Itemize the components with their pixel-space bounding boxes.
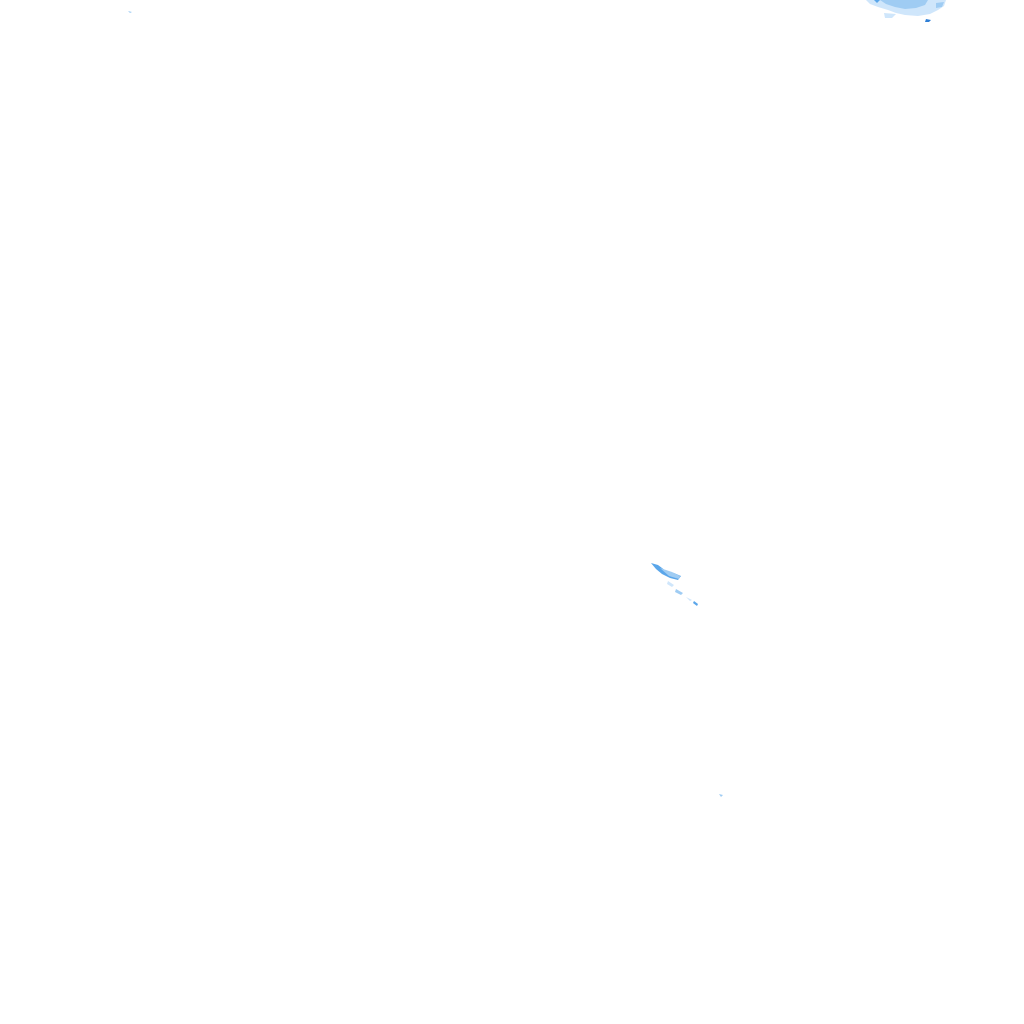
map-feature-central-sliver	[651, 563, 698, 606]
map-feature-top-right-cluster	[866, 0, 946, 22]
map-feature-speck	[128, 11, 132, 13]
map-feature-lower-speck	[719, 794, 723, 797]
